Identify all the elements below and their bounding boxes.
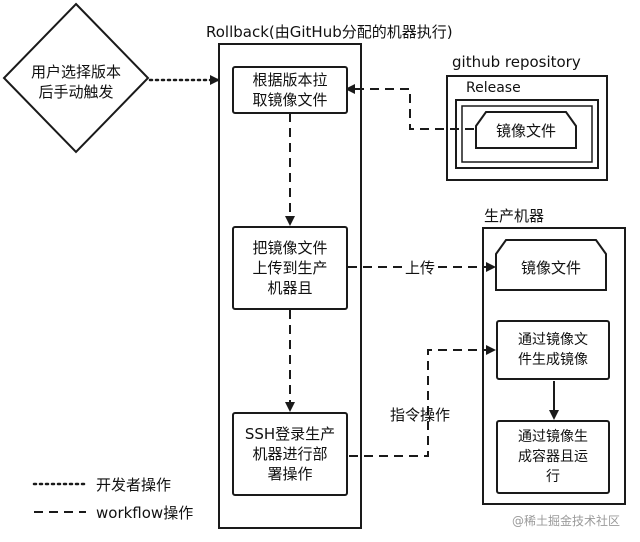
- rollback-step-3-line2: 机器进行部: [252, 445, 328, 463]
- production-step-2: 通过镜像生 成容器且运 行: [496, 420, 610, 494]
- legend-dotted-label: 开发者操作: [96, 476, 172, 494]
- release-container-outer: [455, 99, 599, 169]
- trigger-text-line2: 后手动触发: [38, 83, 114, 101]
- trigger-diamond-shape: [2, 2, 150, 154]
- production-step-2-line1: 通过镜像生: [518, 429, 588, 445]
- command-arrow: [349, 345, 496, 457]
- rollback-container: [218, 43, 362, 529]
- rollback-step-3: SSH登录生产 机器进行部 署操作: [232, 412, 348, 496]
- production-step-1-line1: 通过镜像文: [518, 332, 588, 348]
- command-label: 指令操作: [390, 406, 451, 424]
- upload-label: 上传: [402, 257, 439, 278]
- release-label: Release: [466, 80, 521, 96]
- release-container-inner: [461, 105, 593, 163]
- rollback-step-3-line3: 署操作: [267, 465, 313, 483]
- release-to-step1-arrow: [345, 84, 474, 130]
- production-step-1-line2: 件生成镜像: [518, 352, 588, 368]
- rollback-step-1-line2: 取镜像文件: [252, 91, 328, 109]
- rollback-step-1-line1: 根据版本拉: [252, 71, 328, 89]
- release-image-file-shape: [475, 111, 577, 149]
- legend-dashed-label: workflow操作: [96, 504, 194, 522]
- rollback-title: Rollback(由GitHub分配的机器执行): [206, 23, 453, 41]
- production-step-2-line3: 行: [546, 469, 560, 485]
- production-title: 生产机器: [484, 207, 545, 225]
- rollback-step-1: 根据版本拉 取镜像文件: [232, 66, 348, 114]
- rollback-step-2-line3: 机器且: [267, 279, 313, 297]
- rollback-step-2-line2: 上传到生产: [252, 259, 328, 277]
- production-image-file-shape: [495, 239, 607, 291]
- rollback-step-3-line1: SSH登录生产: [244, 425, 336, 443]
- rollback-step-2-line1: 把镜像文件: [252, 239, 328, 257]
- github-repository-title: github repository: [452, 53, 581, 71]
- watermark: @稀土掘金技术社区: [512, 514, 621, 528]
- trigger-text-line1: 用户选择版本: [30, 63, 121, 81]
- production-image-file-label: 镜像文件: [520, 259, 581, 277]
- trigger-node: 用户选择版本 后手动触发: [24, 62, 128, 102]
- production-step-2-line2: 成容器且运: [518, 449, 588, 465]
- rollback-step-2: 把镜像文件 上传到生产 机器且: [232, 226, 348, 310]
- production-container: [482, 227, 626, 505]
- release-image-file-label: 镜像文件: [495, 122, 556, 140]
- github-repository-container: [446, 75, 608, 181]
- production-step-1: 通过镜像文 件生成镜像: [496, 320, 610, 380]
